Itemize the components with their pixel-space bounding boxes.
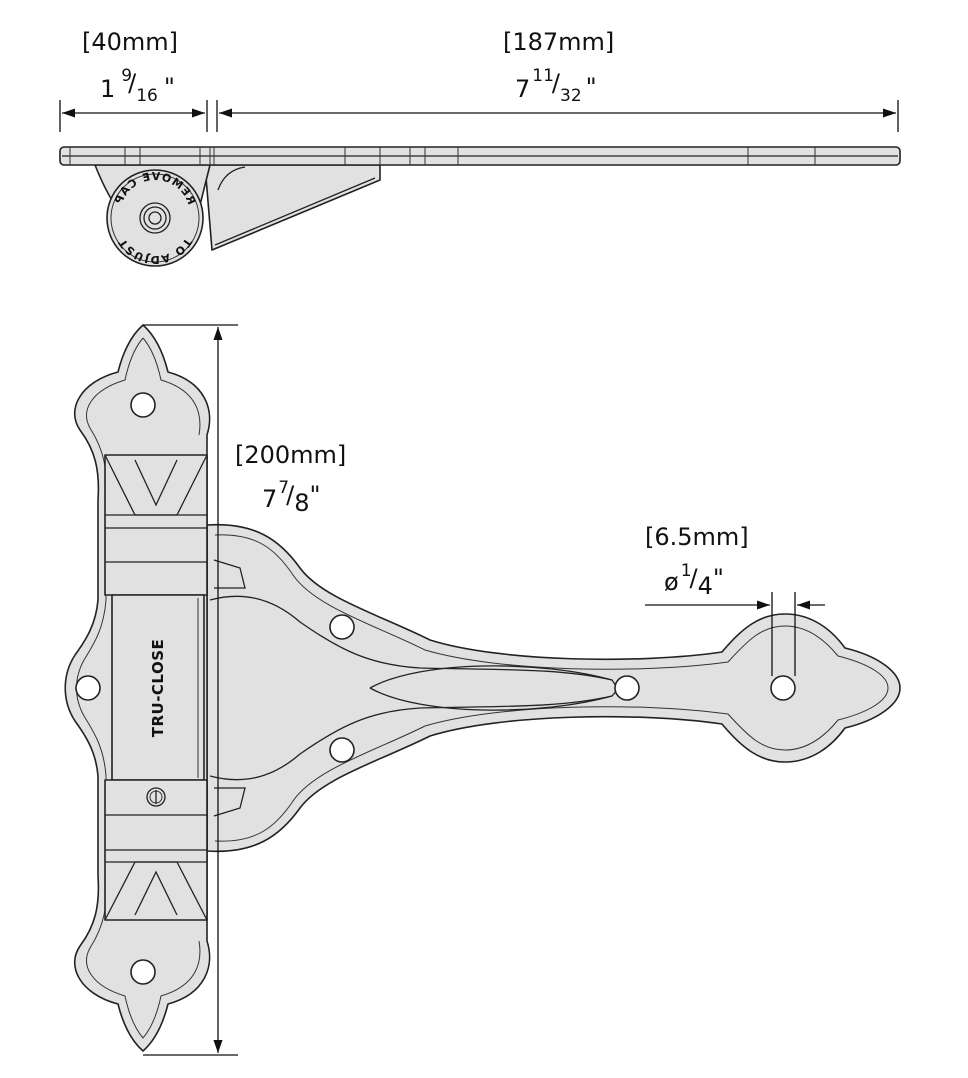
height-metric: [200mm] <box>235 441 346 469</box>
adjust-cap: REMOVE CAP TO ADJUST <box>106 169 204 267</box>
length-metric: [187mm] <box>503 28 614 56</box>
hole-metric: [6.5mm] <box>645 523 749 551</box>
mounting-holes <box>75 392 796 985</box>
mounting-hole <box>130 959 156 985</box>
mounting-hole <box>329 614 355 640</box>
mounting-hole <box>75 675 101 701</box>
width-metric: [40mm] <box>82 28 178 56</box>
hinge-barrel: TRU-CLOSE <box>104 454 208 921</box>
height-imperial: 77/8" <box>262 478 321 517</box>
brand-label: TRU-CLOSE <box>149 639 167 738</box>
mounting-hole <box>770 675 796 701</box>
mounting-hole <box>329 737 355 763</box>
mounting-hole <box>614 675 640 701</box>
mounting-hole <box>130 392 156 418</box>
strap-leaf <box>206 523 901 853</box>
height-dimension: [200mm] 77/8" <box>143 324 346 1056</box>
front-view: TRU-CLOSE [200mm] 77/8" [6.5mm] <box>64 324 901 1056</box>
strap-bracket <box>204 164 381 251</box>
